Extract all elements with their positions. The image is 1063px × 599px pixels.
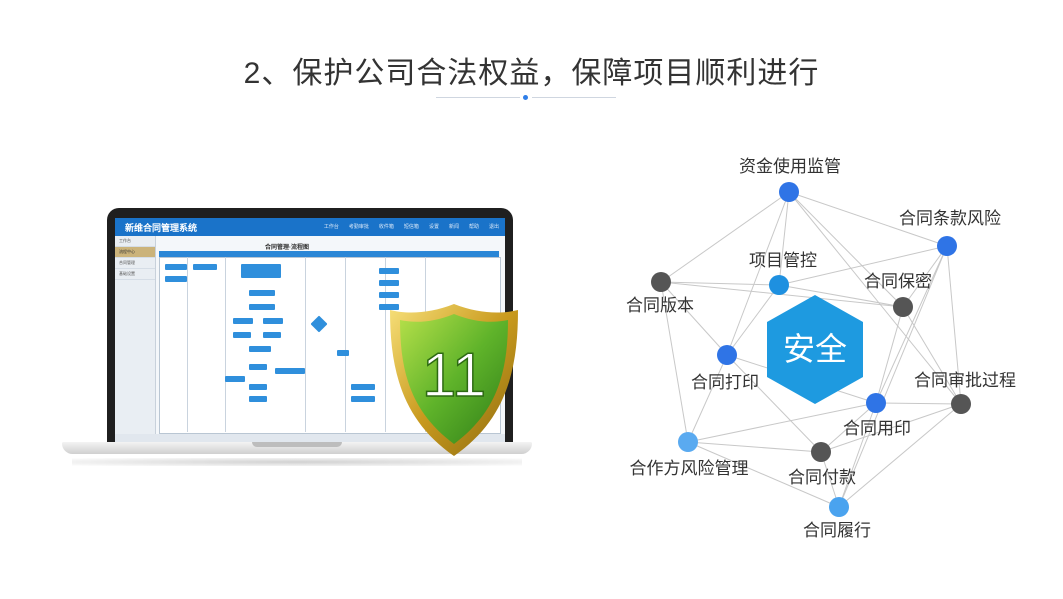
- center-label: 安全: [783, 331, 847, 367]
- shield-icon: 11: [390, 304, 518, 456]
- flow-box: [249, 346, 271, 352]
- flow-lane: [187, 257, 188, 432]
- flow-box: [379, 304, 399, 310]
- flow-box: [233, 332, 251, 338]
- node-clause-risk: [937, 236, 957, 256]
- node-label: 合同履行: [803, 521, 871, 540]
- flow-title: 合同管理·流程图: [265, 245, 309, 251]
- app-menu-item: 新闻: [448, 224, 459, 230]
- node-label: 资金使用监管: [739, 156, 841, 176]
- app-menu-item: 考勤审批: [348, 224, 369, 230]
- app-sidebar: 工作台 流程中心 合同管理 基础设置: [115, 236, 156, 442]
- node-partner-risk: [678, 432, 698, 452]
- laptop-shadow: [72, 458, 522, 466]
- app-sidebar-item: 工作台: [115, 236, 155, 247]
- flow-column-header: [159, 251, 499, 257]
- app-sidebar-item: 基础设置: [115, 269, 155, 280]
- node-project-control: [769, 275, 789, 295]
- node-label: 合同用印: [843, 419, 911, 438]
- node-label: 合同版本: [626, 296, 694, 315]
- app-menu: 工作台 考勤审批 收件箱 短信箱 设置 新闻 帮助 退出: [324, 223, 499, 230]
- node-approval-process: [951, 394, 971, 414]
- app-menu-item: 退出: [488, 224, 499, 230]
- flow-box: [379, 292, 399, 298]
- node-performance: [829, 497, 849, 517]
- app-menu-item: 短信箱: [403, 224, 419, 230]
- node-label: 合同付款: [788, 468, 856, 487]
- flow-lane: [345, 257, 346, 432]
- flow-box: [225, 376, 245, 382]
- title-divider-right: [532, 97, 616, 98]
- app-title: 新维合同管理系统: [125, 223, 198, 233]
- flow-lane: [385, 257, 386, 432]
- app-menu-item: 设置: [428, 224, 439, 230]
- app-sidebar-item: 流程中心: [115, 247, 155, 258]
- node-sealing: [866, 393, 886, 413]
- flow-lane: [305, 257, 306, 432]
- flow-box: [193, 264, 217, 270]
- flow-box: [379, 268, 399, 274]
- app-menu-item: 收件箱: [378, 224, 394, 230]
- node-label: 项目管控: [749, 251, 817, 270]
- flow-box: [337, 350, 349, 356]
- flow-box: [263, 332, 281, 338]
- network-edges: [660, 191, 962, 508]
- flow-box: [165, 276, 187, 282]
- flow-box: [249, 304, 275, 310]
- security-network-diagram: 安全 资金使用监管 合同条款风险 项目管控 合同保密 合同版本 合同打印 合同审…: [626, 156, 1016, 540]
- shield-label: 11: [422, 341, 486, 410]
- page-title: 2、保护公司合法权益，保障项目顺利进行: [243, 57, 820, 90]
- node-label: 合同保密: [864, 272, 932, 291]
- flow-box: [249, 396, 267, 402]
- node-label: 合同条款风险: [899, 209, 1001, 228]
- flow-box: [233, 318, 253, 324]
- node-payment: [811, 442, 831, 462]
- app-menu-item: 帮助: [468, 224, 479, 230]
- flow-box: [351, 384, 375, 390]
- app-menu-item: 工作台: [323, 224, 339, 230]
- flow-box: [165, 264, 187, 270]
- node-label: 合作方风险管理: [630, 459, 749, 478]
- flow-box: [379, 280, 399, 286]
- flow-box: [241, 264, 281, 278]
- node-printing: [717, 345, 737, 365]
- flow-box: [249, 364, 267, 370]
- flow-box: [249, 384, 267, 390]
- center-hexagon: [767, 295, 863, 404]
- title-divider-left: [436, 97, 520, 98]
- node-confidentiality: [893, 297, 913, 317]
- node-version: [651, 272, 671, 292]
- flow-lane: [225, 257, 226, 432]
- flow-box: [249, 290, 275, 296]
- node-label: 合同打印: [691, 373, 759, 392]
- laptop-base: [62, 442, 532, 454]
- flow-box: [351, 396, 375, 402]
- flow-box: [275, 368, 305, 374]
- laptop-notch: [252, 442, 342, 447]
- title-divider-dot: [523, 95, 528, 100]
- app-status-bar: [115, 434, 505, 442]
- node-label: 合同审批过程: [914, 371, 1016, 390]
- flow-box: [263, 318, 283, 324]
- app-sidebar-item: 合同管理: [115, 258, 155, 269]
- app-header: 新维合同管理系统 工作台 考勤审批 收件箱 短信箱 设置 新闻 帮助 退出: [115, 218, 505, 236]
- node-fund-supervision: [779, 182, 799, 202]
